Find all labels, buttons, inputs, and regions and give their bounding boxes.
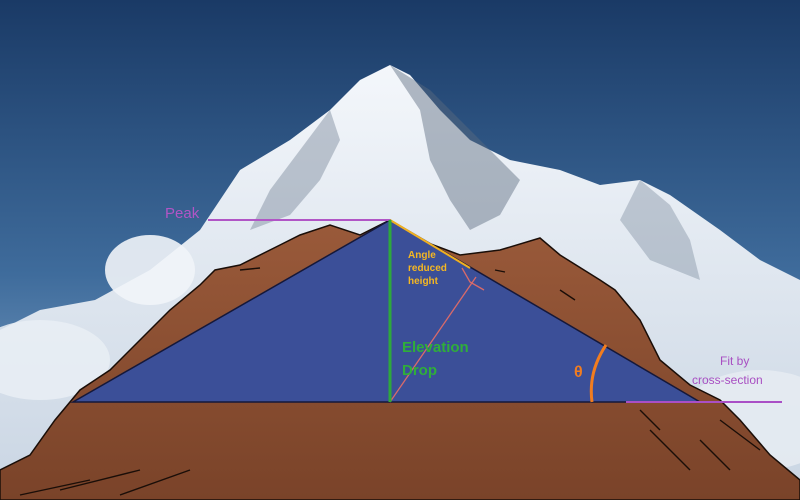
- cross-section-triangle: [70, 219, 703, 403]
- cloud: [0, 320, 110, 400]
- snow-shadow: [250, 110, 340, 230]
- reduced-height-line: [389, 276, 477, 403]
- angle-label-line2: reduced: [408, 263, 447, 274]
- fit-label-line2: cross-section: [692, 373, 763, 387]
- peak-label: Peak: [165, 205, 200, 222]
- angle-label-line3: height: [408, 276, 439, 287]
- theta-arc: [589, 344, 608, 403]
- elevation-label-line2: Drop: [402, 362, 437, 379]
- fit-label-line1: Fit by: [720, 354, 749, 368]
- right-angle-marker: [461, 267, 485, 291]
- angle-label-line1: Angle: [408, 250, 436, 261]
- theta-label: θ: [574, 364, 583, 381]
- snow-shadow: [620, 180, 700, 280]
- rock-cracks: [19, 267, 761, 496]
- elevation-label-line1: Elevation: [402, 339, 469, 356]
- cloud: [105, 235, 195, 305]
- slope-highlight: [389, 219, 471, 269]
- snow-shadow: [390, 65, 520, 230]
